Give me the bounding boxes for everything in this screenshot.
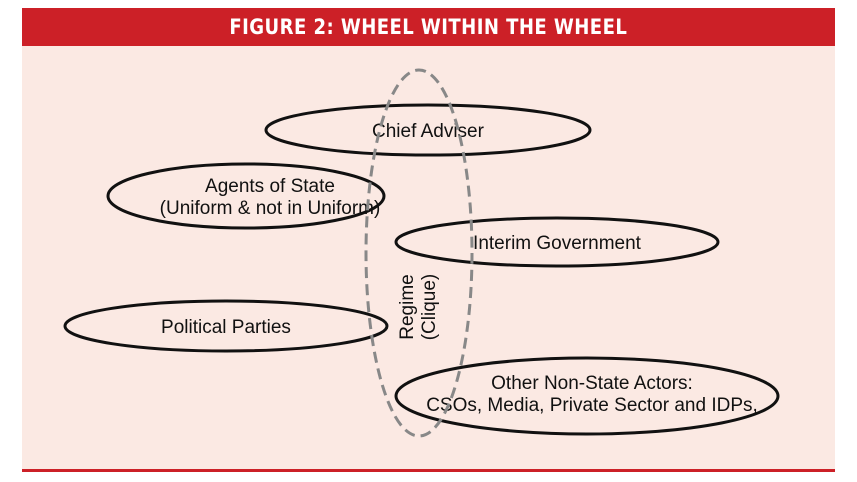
chief-adviser-ellipse [264, 103, 592, 157]
node-political-parties: Political Parties [63, 299, 389, 353]
bottom-rule [22, 469, 835, 472]
agents-of-state-ellipse [106, 162, 386, 230]
regime-dashed-ellipse [364, 68, 474, 438]
regime-label-line2: (Clique) [419, 274, 440, 341]
regime-label-line1: Regime [397, 274, 418, 339]
figure-title-bar: FIGURE 2: WHEEL WITHIN THE WHEEL [22, 8, 835, 46]
chief-adviser-label: Chief Adviser [372, 121, 485, 142]
interim-government-ellipse [394, 216, 720, 268]
non-state-actors-ellipse [394, 356, 780, 436]
agents-of-state-label-line1: Agents of State [205, 176, 335, 197]
political-parties-ellipse [63, 299, 389, 353]
political-parties-label: Political Parties [161, 317, 291, 338]
regime-clique: Regime (Clique) [364, 68, 474, 438]
node-chief-adviser: Chief Adviser [264, 103, 592, 157]
agents-of-state-label-line2: (Uniform & not in Uniform) [160, 198, 381, 219]
node-agents-of-state: Agents of State (Uniform & not in Unifor… [106, 162, 386, 230]
interim-government-label: Interim Government [473, 233, 642, 254]
non-state-actors-label-line1: Other Non-State Actors: [491, 373, 693, 394]
non-state-actors-label-line2: CSOs, Media, Private Sector and IDPs, [426, 395, 758, 416]
node-interim-government: Interim Government [394, 216, 720, 268]
node-non-state-actors: Other Non-State Actors: CSOs, Media, Pri… [394, 356, 780, 436]
figure-title: FIGURE 2: WHEEL WITHIN THE WHEEL [229, 15, 628, 39]
figure-panel: FIGURE 2: WHEEL WITHIN THE WHEEL [22, 8, 835, 472]
